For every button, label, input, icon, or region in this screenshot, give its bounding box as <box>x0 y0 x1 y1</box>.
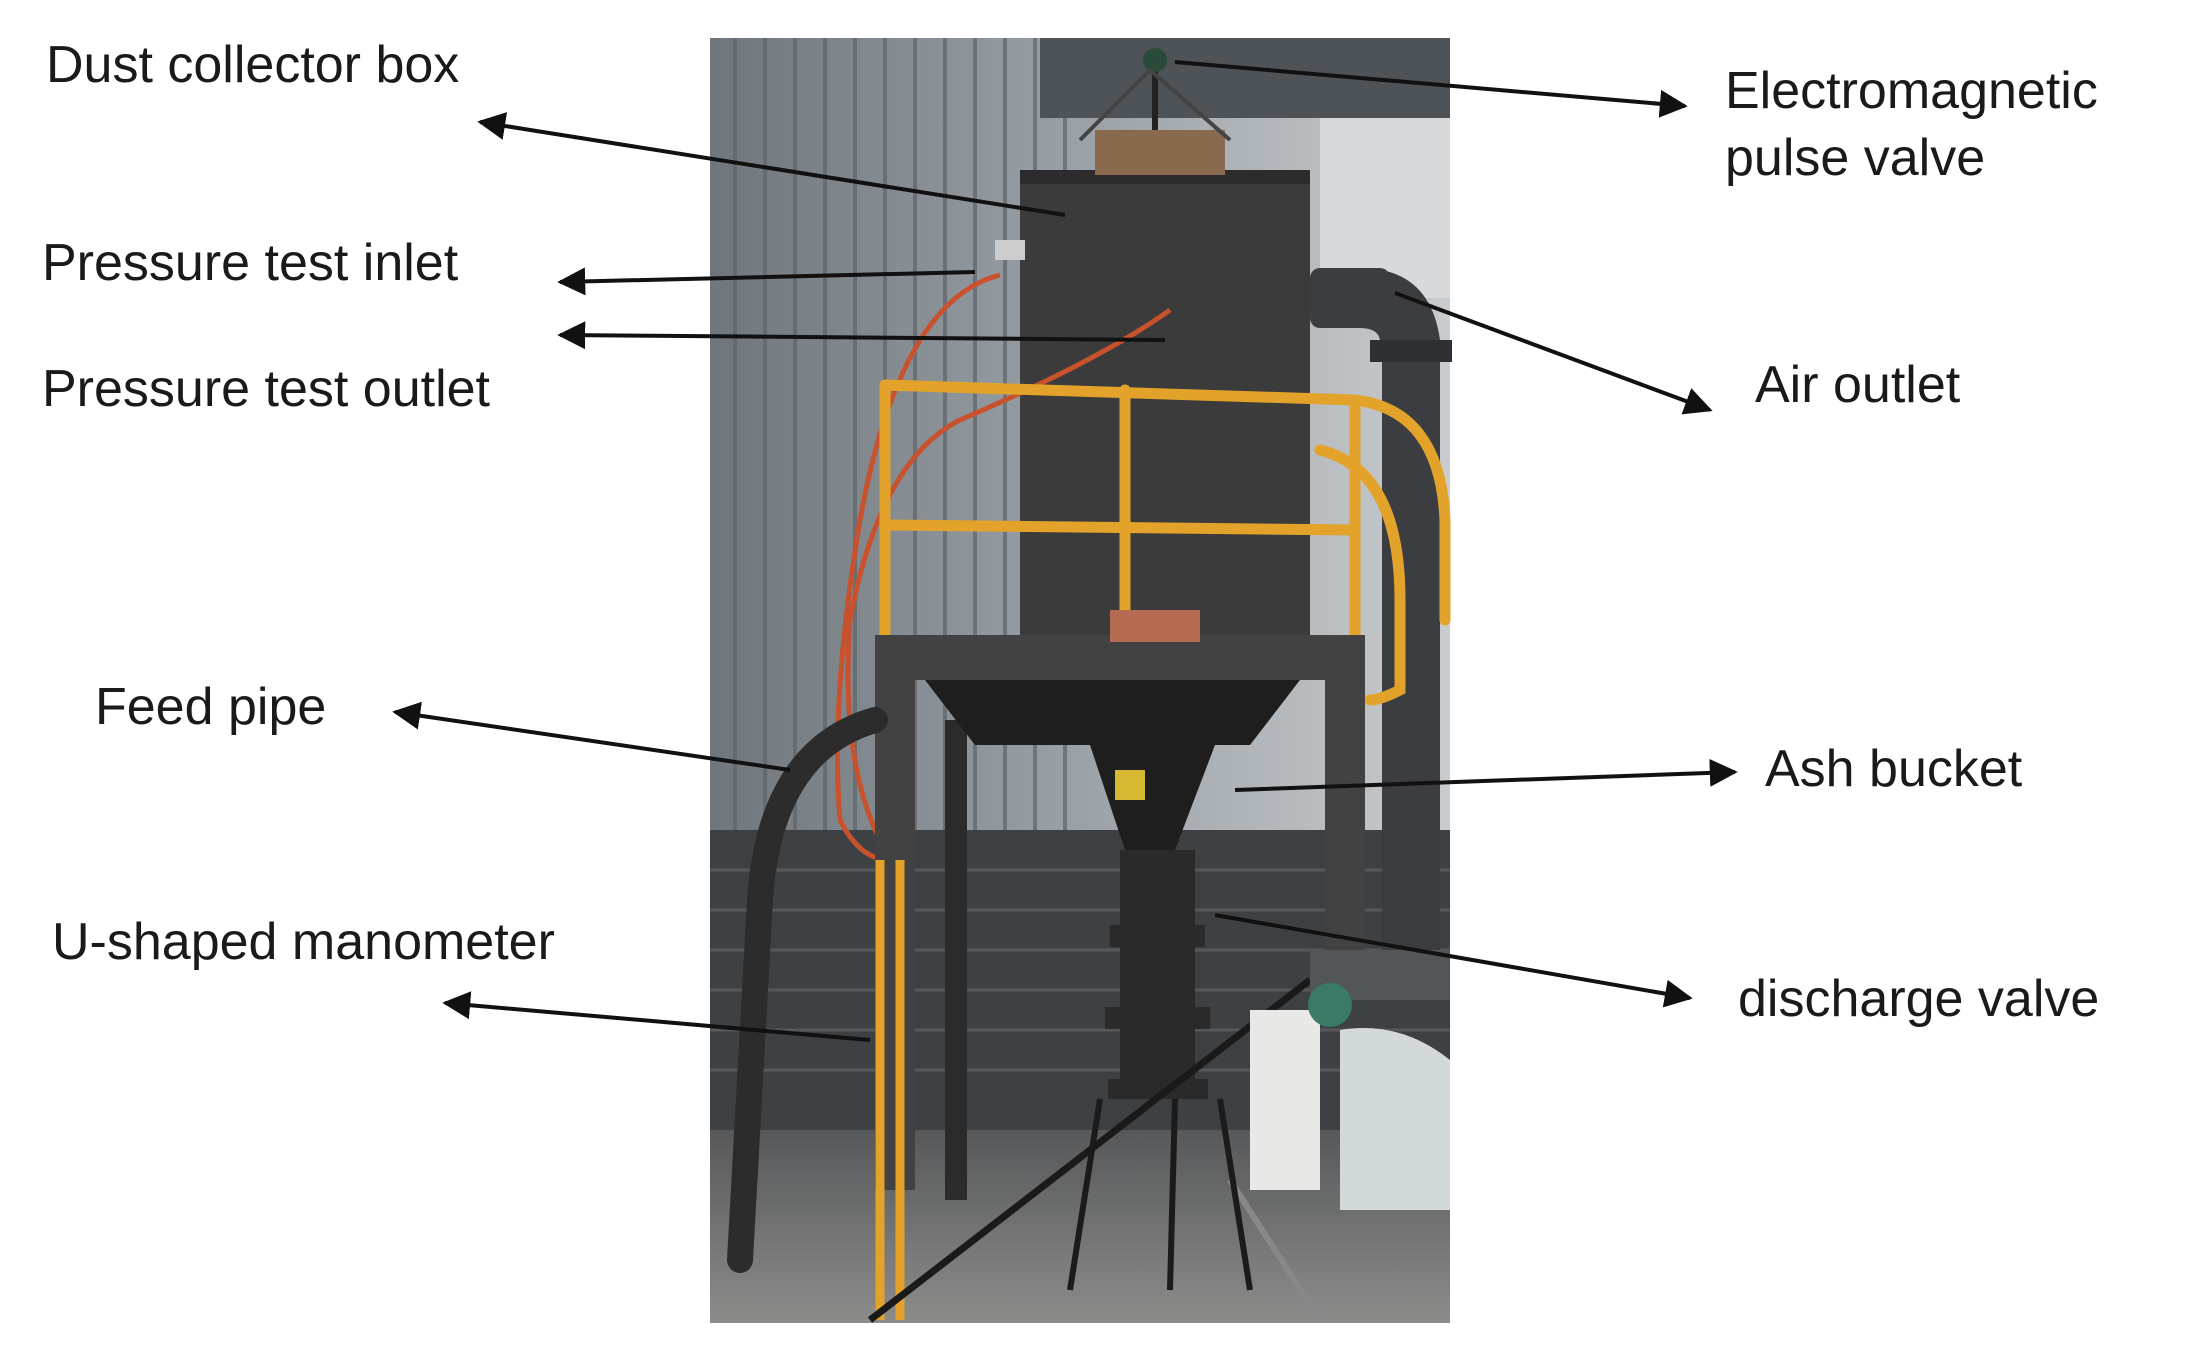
label-ash-bucket: Ash bucket <box>1765 740 2023 798</box>
label-dust-collector-box: Dust collector box <box>46 36 460 94</box>
arrow-pressure-test-outlet <box>557 321 1166 350</box>
label-discharge-valve: discharge valve <box>1738 970 2100 1028</box>
ash-bucket-hopper <box>925 610 1300 850</box>
label-feed-pipe: Feed pipe <box>95 678 327 736</box>
label-electromagnetic-pulse-valve-line1: Electromagnetic <box>1725 62 2098 120</box>
label-pressure-test-outlet: Pressure test outlet <box>42 360 490 418</box>
label-pressure-test-inlet: Pressure test inlet <box>42 234 459 292</box>
feed-pipe-hose <box>727 707 888 1273</box>
discharge-valve-stack <box>1105 850 1210 1099</box>
label-electromagnetic-pulse-valve: Electromagnetic pulse valve <box>1725 64 2098 185</box>
safety-railing <box>879 379 1451 706</box>
arrow-pressure-test-inlet <box>557 267 976 296</box>
arrow-u-shaped-manometer <box>442 991 871 1042</box>
arrow-air-outlet <box>1394 291 1713 415</box>
arrow-dust-collector-box <box>477 112 1066 217</box>
label-u-shaped-manometer: U-shaped manometer <box>52 913 555 971</box>
support-platform <box>875 635 1365 1200</box>
side-machinery <box>1227 950 1450 1322</box>
u-manometer-tubes <box>875 860 905 1320</box>
manometer-hoses <box>835 272 1172 863</box>
annotation-arrows <box>392 60 1738 1042</box>
floor-stand <box>1067 1098 1253 1291</box>
label-electromagnetic-pulse-valve-line2: pulse valve <box>1725 128 1986 187</box>
dust-collector-housing <box>995 48 1310 640</box>
arrow-discharge-valve <box>1214 913 1693 1008</box>
arrow-feed-pipe <box>392 701 791 772</box>
arrow-electromagnetic-pulse-valve <box>1174 60 1688 118</box>
arrow-ash-bucket <box>1234 758 1738 792</box>
label-air-outlet: Air outlet <box>1755 356 1961 414</box>
